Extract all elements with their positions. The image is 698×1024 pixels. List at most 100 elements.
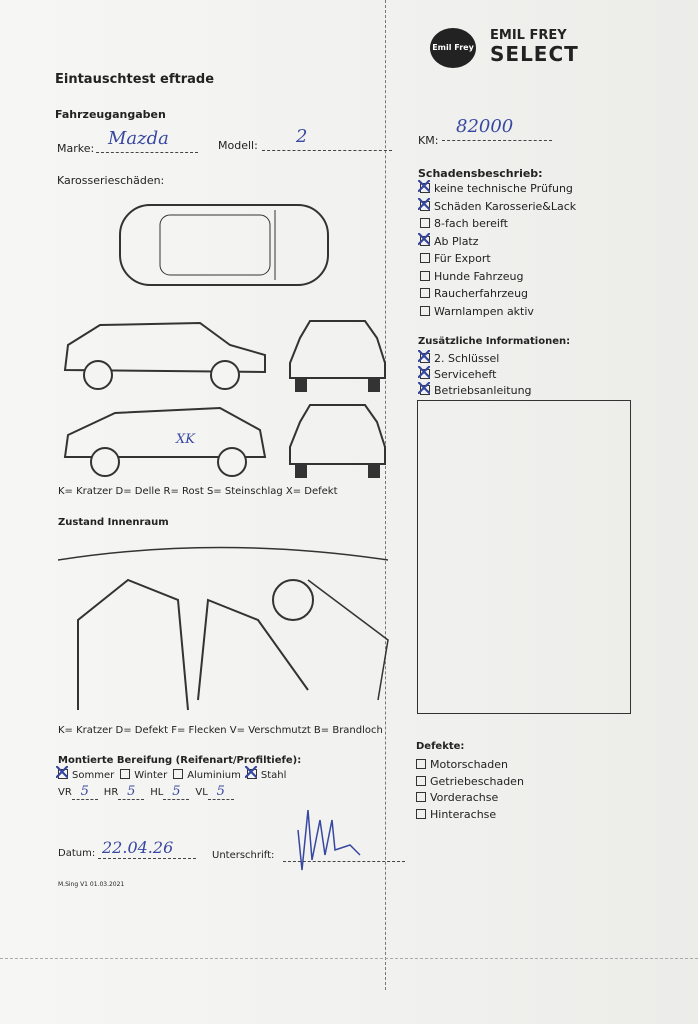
extra-info-heading: Zusätzliche Informationen: [418, 336, 571, 347]
damage-desc-heading: Schadensbeschrieb: [418, 167, 543, 180]
checkbox[interactable] [416, 759, 426, 769]
defects-heading: Defekte: [416, 741, 465, 752]
make-label: Marke: [57, 142, 95, 155]
car-top-view-diagram[interactable] [115, 195, 335, 297]
interior-legend: K= Kratzer D= Defekt F= Flecken V= Versc… [58, 725, 383, 736]
tire-depth-value[interactable]: 5 [163, 784, 190, 800]
car-front-view-diagram[interactable] [285, 318, 390, 393]
tire-depth-value[interactable]: 5 [71, 784, 98, 800]
tire-position-label: VL [195, 787, 208, 798]
km-value: 82000 [456, 116, 514, 137]
checkbox-label: Warnlampen aktiv [434, 304, 534, 318]
checkbox[interactable] [416, 775, 426, 786]
km-field[interactable]: 82000 [442, 116, 552, 141]
car-rear-view-diagram[interactable] [285, 402, 390, 480]
form-version: M.Sing V1 01.03.2021 [58, 881, 125, 888]
tire-type-label: Aluminium [187, 770, 241, 781]
checkbox[interactable] [420, 218, 430, 228]
checkbox-label: Vorderachse [430, 791, 499, 804]
checkbox-item[interactable]: Warnlampen aktiv [420, 305, 576, 323]
fold-line [385, 0, 386, 990]
body-damage-heading: Karosserieschäden: [57, 174, 165, 187]
logo-text-1: EMIL FREY [490, 28, 567, 43]
checkbox-item[interactable]: 8-fach bereift [420, 217, 576, 235]
checkbox[interactable] [420, 270, 430, 281]
signature-field[interactable] [283, 860, 405, 862]
form-title: Eintauschtest eftrade [55, 72, 215, 87]
checkbox-label: Schäden Karosserie&Lack [434, 199, 577, 213]
checkbox-label: Raucherfahrzeug [434, 287, 529, 300]
checkbox[interactable] [416, 808, 426, 819]
checkbox[interactable] [418, 197, 430, 211]
checkbox-label: keine technische Prüfung [434, 182, 573, 195]
tire-position-label: HR [103, 787, 119, 798]
tire-type-checkbox[interactable] [173, 769, 184, 779]
checkbox-label: 2. Schlüssel [434, 352, 500, 365]
vehicle-section-heading: Fahrzeugangaben [55, 108, 166, 121]
checkbox[interactable] [420, 253, 430, 263]
checkbox[interactable] [416, 792, 426, 802]
tire-type-checkbox[interactable] [120, 769, 131, 779]
checkbox-item[interactable]: Raucherfahrzeug [420, 287, 576, 305]
tire-position-label: VR [58, 787, 72, 798]
interior-heading: Zustand Innenraum [58, 517, 169, 528]
tire-type-options: Sommer Winter Aluminium Stahl [56, 766, 287, 781]
checkbox-item[interactable]: Vorderachse [416, 791, 524, 808]
checkbox[interactable] [418, 382, 430, 395]
signature-drawing [297, 809, 361, 871]
checkbox-item[interactable]: Getriebeschaden [416, 775, 524, 792]
tire-depth-value[interactable]: 5 [207, 784, 234, 800]
km-label: KM: [418, 134, 439, 147]
checkbox-item[interactable]: Serviceheft [418, 366, 532, 384]
checkbox-item[interactable]: keine technische Prüfung [418, 180, 576, 200]
checkbox-item[interactable]: Motorschaden [416, 758, 524, 775]
make-field[interactable]: Mazda [96, 128, 198, 153]
checkbox[interactable] [420, 288, 430, 298]
checkbox-item[interactable]: Ab Platz [418, 232, 576, 253]
tire-type-label: Stahl [260, 770, 287, 781]
checkbox-item[interactable]: Hunde Fahrzeug [420, 270, 576, 288]
checkbox-label: Getriebeschaden [430, 774, 524, 788]
tire-type-label: Winter [134, 770, 168, 781]
date-field[interactable]: 22.04.26 [98, 838, 196, 859]
checkbox-label: Hinterachse [430, 807, 497, 821]
checkbox-item[interactable]: Für Export [420, 252, 576, 270]
tires-heading: Montierte Bereifung (Reifenart/Profiltie… [58, 755, 302, 766]
car-side-view-diagram[interactable] [60, 320, 270, 392]
checkbox[interactable] [418, 232, 430, 246]
logo-emblem: Emil Frey [430, 28, 476, 68]
checkbox[interactable] [420, 305, 430, 316]
checkbox-label: Hunde Fahrzeug [434, 269, 524, 283]
checkbox-item[interactable]: Schäden Karosserie&Lack [418, 197, 577, 218]
checkbox[interactable] [418, 350, 430, 363]
make-value: Mazda [108, 128, 169, 149]
model-field[interactable]: 2 [262, 126, 392, 151]
checkbox-label: Für Export [434, 252, 491, 265]
checkbox[interactable] [418, 180, 430, 193]
logo-text-2: SELECT [490, 42, 579, 66]
tire-type-label: Sommer [72, 770, 115, 781]
car-interior-diagram[interactable] [58, 540, 393, 720]
checkbox-label: Betriebsanleitung [434, 384, 532, 397]
tire-depth-value[interactable]: 5 [118, 784, 145, 800]
date-value: 22.04.26 [102, 838, 174, 857]
tire-type-checkbox[interactable] [56, 766, 68, 779]
tire-position-label: HL [150, 787, 164, 798]
checkbox-item[interactable]: 2. Schlüssel [418, 350, 532, 368]
model-value: 2 [296, 126, 308, 147]
checkbox-item[interactable]: Betriebsanleitung [418, 382, 532, 400]
tire-type-checkbox[interactable] [244, 766, 257, 779]
checkbox-item[interactable]: Hinterachse [416, 808, 524, 825]
notes-box[interactable] [417, 400, 631, 714]
car-side-view-diagram-2[interactable] [60, 405, 270, 480]
checkbox-label: Ab Platz [434, 234, 479, 248]
checkbox-label: Motorschaden [430, 758, 508, 771]
body-damage-legend: K= Kratzer D= Delle R= Rost S= Steinschl… [58, 486, 338, 497]
checkbox[interactable] [418, 366, 430, 379]
damage-mark: XK [176, 432, 195, 447]
date-label: Datum: [58, 848, 96, 859]
